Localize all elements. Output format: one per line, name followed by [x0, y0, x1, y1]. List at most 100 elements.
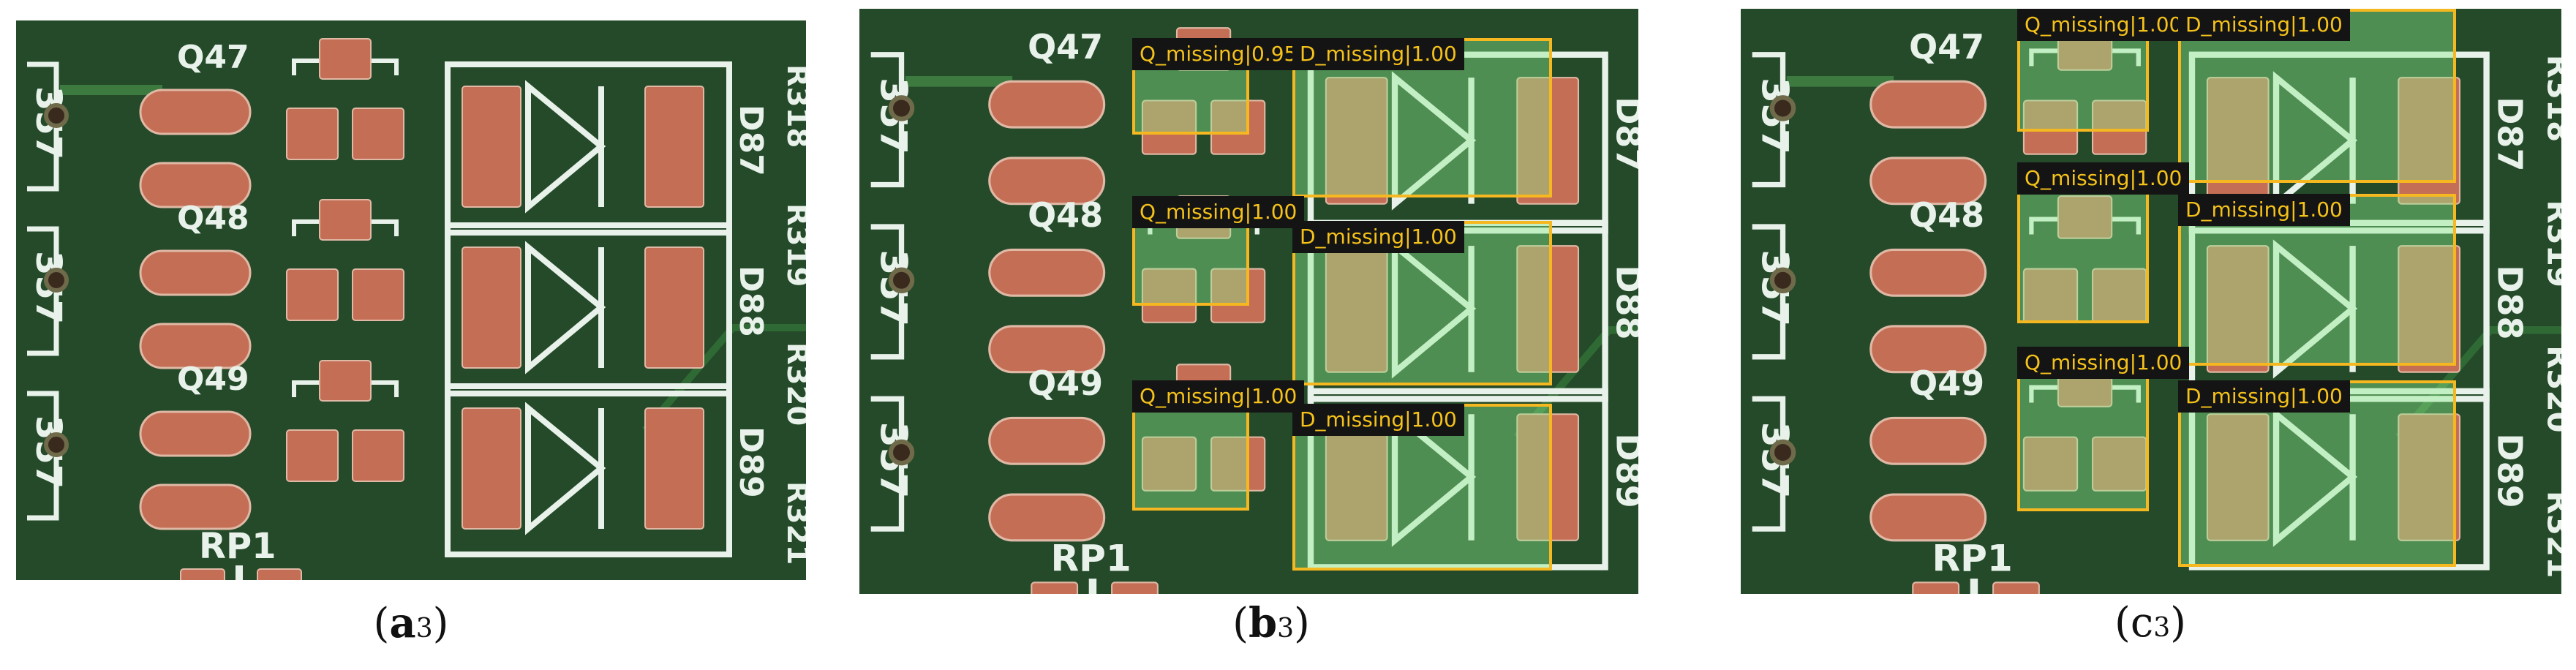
silkscreen-label-resistor: R318 — [780, 64, 806, 148]
silkscreen-label-transistor: Q49 — [177, 361, 249, 398]
copper-pad — [1210, 99, 1266, 155]
mounting-hole — [888, 267, 915, 294]
oval-pad — [988, 80, 1106, 129]
mounting-hole — [1769, 95, 1796, 121]
detection-label: D_missing|1.00 — [2178, 380, 2350, 413]
copper-pad — [352, 108, 404, 160]
silkscreen-mark — [1970, 579, 1978, 594]
detection-label: Q_missing|1.00 — [2017, 9, 2190, 41]
caption-b3: (b3) — [1232, 599, 1310, 647]
copper-pad — [2057, 195, 2113, 239]
silkscreen-label-diode: D88 — [1608, 265, 1638, 339]
pcb-board-image: 357357357Q47D87Q48D88Q49D89R318R319R320R… — [1741, 9, 2561, 594]
detection-label: Q_missing|0.95 — [1132, 38, 1305, 70]
diode-symbol — [525, 80, 606, 214]
mounting-hole — [888, 439, 915, 466]
diode-symbol — [1391, 71, 1477, 211]
pcb-artwork: 357357357Q47D87Q48D88Q49D89R318R319R320R… — [1741, 9, 2561, 594]
oval-pad — [988, 416, 1106, 465]
copper-pad — [1210, 436, 1266, 492]
copper-pad — [1516, 413, 1580, 541]
oval-pad — [988, 157, 1106, 206]
diode-symbol — [525, 241, 606, 374]
silkscreen-label-transistor: Q47 — [177, 39, 249, 76]
caption-c3: (c3) — [2114, 599, 2186, 647]
copper-pad — [1141, 436, 1197, 492]
silkscreen-label-diode: D87 — [1608, 97, 1638, 171]
mounting-hole — [44, 103, 69, 128]
detection-label: D_missing|1.00 — [2178, 194, 2350, 226]
silkscreen-mark — [236, 565, 243, 580]
copper-pad — [1992, 581, 2040, 594]
diode-outline — [2188, 51, 2490, 234]
oval-pad — [139, 323, 252, 369]
caption-subscript: 3 — [2153, 613, 2171, 643]
oval-pad — [1869, 248, 1987, 297]
copper-pad — [319, 360, 372, 402]
detection-label: D_missing|1.00 — [1292, 404, 1464, 436]
copper-pad — [1141, 268, 1197, 323]
silkscreen-label-transistor: Q48 — [177, 200, 249, 237]
detection-box-q47: Q_missing|0.95 — [1132, 38, 1305, 135]
copper-pad — [257, 568, 302, 580]
silkscreen-label-transistor: Q47 — [1028, 27, 1103, 67]
detection-box-q48: Q_missing|1.00 — [1132, 196, 1305, 306]
diode-symbol — [525, 402, 606, 535]
copper-pad — [1516, 245, 1580, 373]
copper-pad — [180, 568, 225, 580]
caption-subscript: 3 — [415, 614, 433, 644]
silkscreen-label-rp1: RP1 — [199, 526, 276, 567]
copper-pad — [644, 246, 704, 369]
copper-pad — [352, 268, 404, 321]
mounting-hole — [888, 95, 915, 121]
caption-a3: (a3) — [373, 599, 449, 647]
diode-symbol — [2272, 407, 2358, 547]
silkscreen-label-diode: D87 — [732, 105, 769, 176]
detection-label: D_missing|1.00 — [2178, 9, 2350, 41]
oval-pad — [988, 325, 1106, 374]
panel-a3-original-pcb-image: 357357357Q47D87Q48D88Q49D89R318R319R320R… — [16, 20, 806, 580]
copper-pad — [319, 199, 372, 241]
copper-pad — [2206, 413, 2270, 541]
oval-pad — [139, 249, 252, 296]
detection-box-d87: D_missing|1.00 — [1292, 38, 1552, 197]
detection-box-d88: D_missing|1.00 — [2178, 194, 2456, 366]
caption-letter: b — [1248, 599, 1278, 647]
copper-pad — [319, 38, 372, 80]
mounting-hole — [1769, 439, 1796, 466]
silkscreen-label-resistor: R321 — [2540, 491, 2561, 579]
detection-box-q48: Q_missing|1.00 — [2017, 162, 2190, 323]
diode-outline — [445, 383, 732, 557]
pcb-board-image: 357357357Q47D87Q48D88Q49D89R318R319R320R… — [16, 20, 806, 580]
diode-outline — [445, 61, 732, 236]
detection-label: D_missing|1.00 — [1292, 221, 1464, 253]
diode-symbol — [1391, 239, 1477, 379]
diode-symbol — [1391, 407, 1477, 547]
panel-b3-detection-result: 357357357Q47D87Q48D88Q49D89R318R319R320R… — [859, 9, 1638, 594]
silkscreen-label-transistor: Q48 — [1028, 195, 1103, 235]
oval-pad — [988, 248, 1106, 297]
silkscreen-label-rp1: RP1 — [1932, 537, 2012, 580]
mounting-hole — [44, 432, 69, 457]
silkscreen-label-resistor: R320 — [780, 342, 806, 426]
caption-letter: c — [2130, 599, 2154, 647]
silkscreen-label-diode: D89 — [1608, 433, 1638, 508]
copper-pad — [1210, 268, 1266, 323]
copper-pad — [2022, 99, 2079, 155]
detection-box-d87: D_missing|1.00 — [2178, 9, 2456, 183]
oval-pad — [139, 89, 252, 135]
detection-box-d89: D_missing|1.00 — [2178, 380, 2456, 567]
detection-box-d89: D_missing|1.00 — [1292, 404, 1552, 571]
copper-pad — [1141, 99, 1197, 155]
oval-pad — [1869, 416, 1987, 465]
copper-pad — [1516, 77, 1580, 205]
detection-label: Q_missing|1.00 — [2017, 162, 2190, 195]
silkscreen-label-transistor: Q49 — [1028, 364, 1103, 403]
silkscreen-label-resistor: R319 — [780, 203, 806, 287]
mounting-hole — [44, 268, 69, 293]
silkscreen-label-diode: D89 — [2490, 433, 2529, 508]
oval-pad — [1869, 157, 1987, 206]
silkscreen-label-resistor: R319 — [2540, 200, 2561, 287]
silkscreen-label-diode: D88 — [2490, 265, 2529, 339]
detection-box-q49: Q_missing|1.00 — [1132, 380, 1305, 511]
